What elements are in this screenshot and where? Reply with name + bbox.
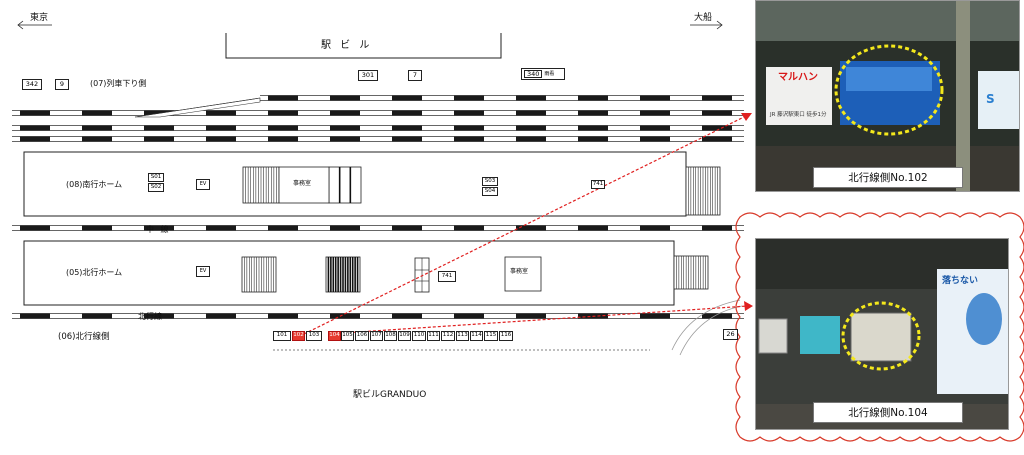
pointer-arrow-102 <box>303 113 752 335</box>
south-platform-label: (08)南行ホーム <box>66 180 123 189</box>
track-6 <box>12 313 744 319</box>
north-office-label: 事務室 <box>510 268 529 275</box>
stairs-north-1 <box>241 256 277 293</box>
south-platform <box>23 151 687 217</box>
ad-box-s01[interactable]: S01 <box>148 173 164 182</box>
stairs <box>241 166 721 293</box>
ad-box-s02[interactable]: S02 <box>148 183 164 192</box>
photo-102-sign-left: マルハン <box>778 72 818 83</box>
photo-102-sign-right: S <box>986 92 995 106</box>
ad-box-102[interactable]: 102 <box>292 331 305 341</box>
ad-box-105[interactable]: 105 <box>341 331 354 341</box>
photo-102-caption: 北行線側No.102 <box>813 167 963 188</box>
highlight-ring-104 <box>841 301 921 371</box>
highlight-ring-102 <box>834 44 944 136</box>
pointer-arrow-104 <box>342 301 753 334</box>
highlight-cloud-frame <box>735 212 1024 442</box>
ad-box-109[interactable]: 109 <box>398 331 411 341</box>
direction-left-label: 東京 <box>30 13 49 23</box>
elevator-north: EV <box>196 266 210 277</box>
photo-104-caption: 北行線側No.104 <box>813 402 963 423</box>
direction-arrow-right <box>690 20 723 30</box>
stairs-north-2 <box>325 256 361 293</box>
stairs-south-end <box>685 166 721 216</box>
escalator-south <box>328 166 362 204</box>
direction-arrow-left <box>17 20 52 30</box>
track-2 <box>12 110 744 116</box>
stairs-north-end <box>673 255 709 290</box>
photo-104-poster-text: 落ちない <box>942 276 979 286</box>
ad-box-340[interactable]: 340 雨看 <box>521 68 565 80</box>
ad-box-741-south[interactable]: 741 <box>591 180 605 189</box>
ad-box-9[interactable]: 9 <box>55 79 69 90</box>
ad-box-s03[interactable]: S03 <box>482 177 498 186</box>
photo-104: 落ちない 北行線側No.104 <box>755 238 1009 430</box>
ad-box-111[interactable]: 111 <box>427 331 440 341</box>
north-platform-label: (05)北行ホーム <box>66 268 123 277</box>
track-1 <box>260 95 744 101</box>
elevator-south: EV <box>196 179 210 190</box>
ad-box-26[interactable]: 26 <box>723 329 738 340</box>
down-track-label: (07)列車下り側 <box>90 79 147 88</box>
ad-box-106[interactable]: 106 <box>355 331 369 341</box>
ad-box-301[interactable]: 301 <box>358 70 378 81</box>
south-office-label: 事務室 <box>293 180 312 187</box>
ad-box-108[interactable]: 108 <box>384 331 397 341</box>
middle-track-label: 中 線 <box>146 225 171 234</box>
ad-box-342[interactable]: 342 <box>22 79 42 90</box>
direction-right-label: 大船 <box>694 13 713 23</box>
ad-box-101[interactable]: 101 <box>273 331 291 341</box>
track-3 <box>12 125 744 131</box>
photo-102: マルハン JR 藤沢駅東口 徒歩1分 S 北行線側No.102 <box>755 0 1020 192</box>
photo-102-sign-left-sub: JR 藤沢駅東口 徒歩1分 <box>770 112 827 118</box>
north-side-label: (06)北行線側 <box>58 332 110 342</box>
station-building-label: 駅 ビ ル <box>321 40 373 51</box>
ad-box-s04[interactable]: S04 <box>482 187 498 196</box>
ad-box-115[interactable]: 115 <box>484 331 498 341</box>
track-5 <box>12 225 744 231</box>
stairs-south-1 <box>242 166 280 204</box>
ad-box-107[interactable]: 107 <box>370 331 383 341</box>
ad-box-741-north[interactable]: 741 <box>438 271 456 282</box>
ad-box-340-note: 雨看 <box>544 70 555 77</box>
granduo-label: 駅ビルGRANDUO <box>353 390 427 400</box>
ad-box-112[interactable]: 112 <box>441 331 455 341</box>
track-4 <box>12 136 744 142</box>
ad-box-104[interactable]: 104 <box>328 331 341 341</box>
ad-box-340-number: 340 <box>524 69 543 79</box>
ad-box-116[interactable]: 116 <box>499 331 513 341</box>
ad-box-7[interactable]: 7 <box>408 70 422 81</box>
station-building-outline <box>225 33 502 59</box>
north-track-label: 北行線 <box>138 312 162 321</box>
ad-box-103[interactable]: 103 <box>306 331 322 341</box>
ad-box-114[interactable]: 114 <box>470 331 483 341</box>
ad-box-110[interactable]: 110 <box>412 331 426 341</box>
ad-box-113[interactable]: 113 <box>456 331 469 341</box>
